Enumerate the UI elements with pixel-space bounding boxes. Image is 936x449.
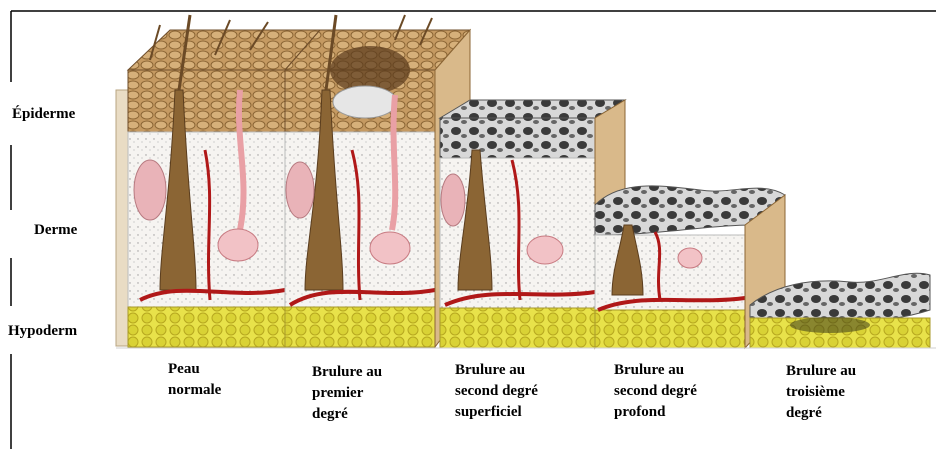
caption-third-degree: Brulure au troisième degré xyxy=(786,361,856,424)
label-epidermis: Épiderme xyxy=(12,104,75,125)
caption-second-degree-deep: Brulure au second degré profond xyxy=(614,360,697,423)
label-dermis: Derme xyxy=(34,220,77,241)
caption-second-degree-superficial: Brulure au second degré superficiel xyxy=(455,360,538,423)
label-hypodermis: Hypoderm xyxy=(8,321,77,342)
caption-normal-skin: Peau normale xyxy=(168,359,221,401)
caption-first-degree: Brulure au premier degré xyxy=(312,362,382,425)
